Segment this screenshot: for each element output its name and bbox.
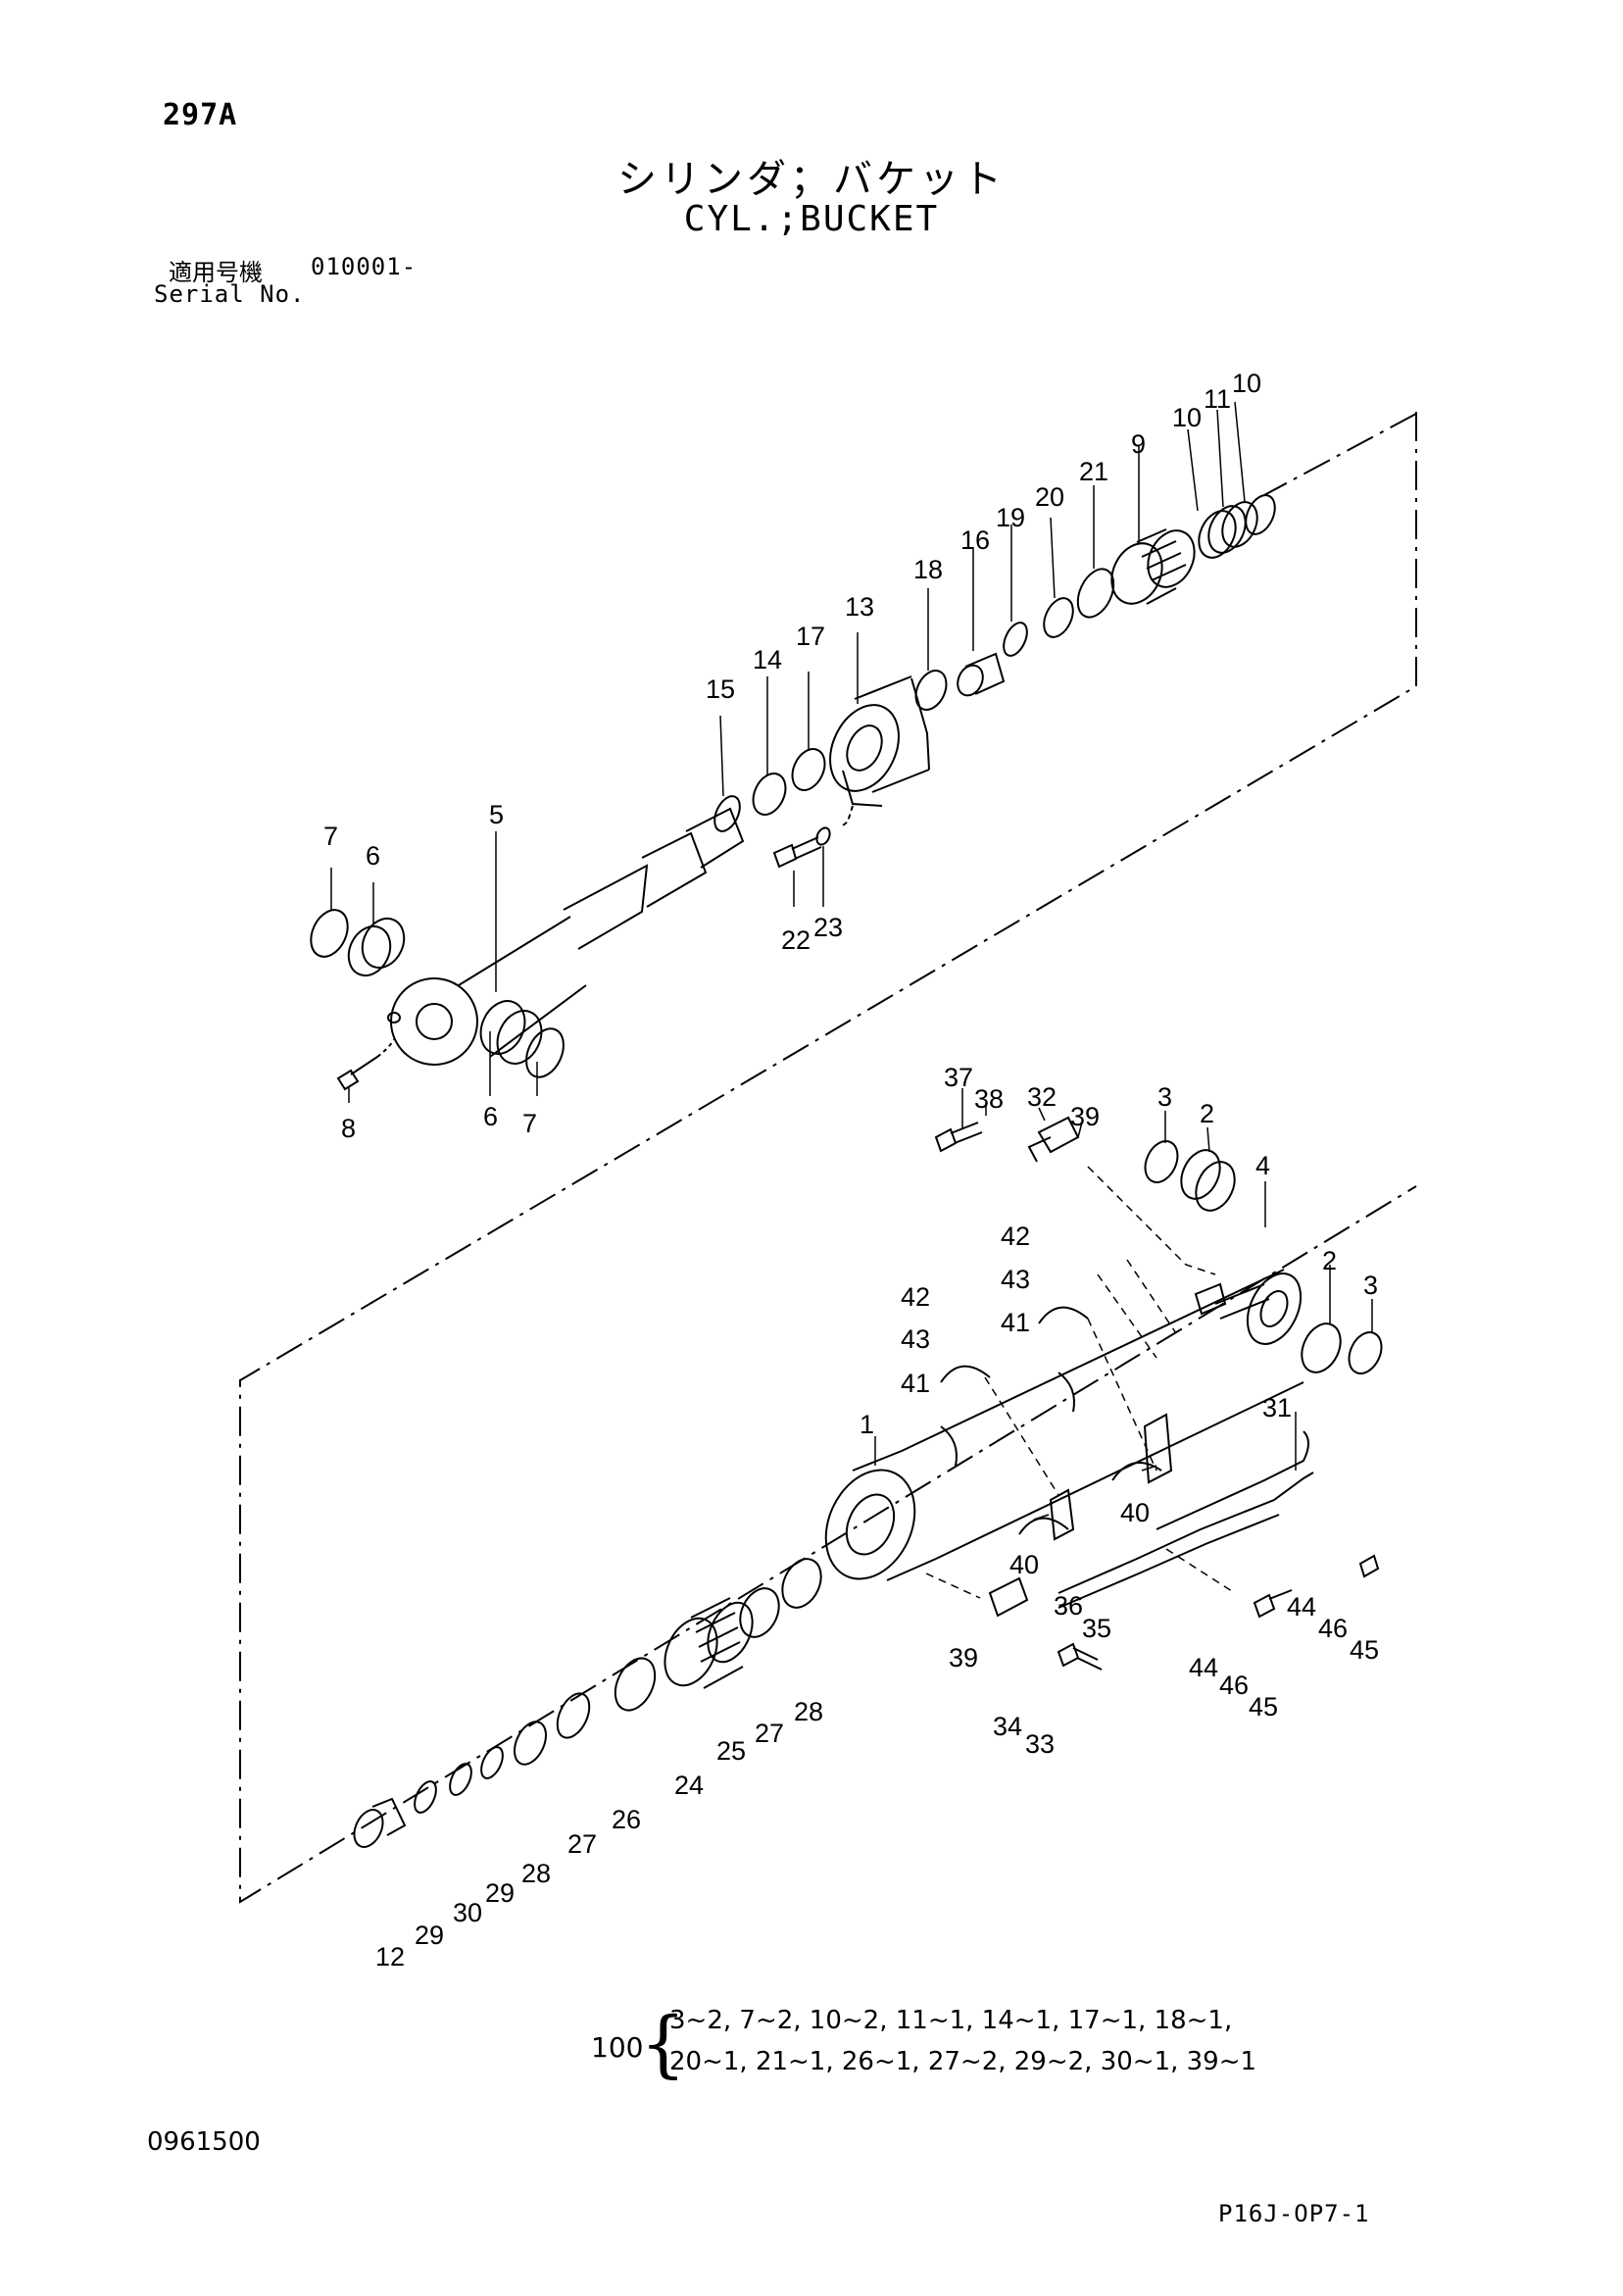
kit-part-number: 100 bbox=[591, 2031, 644, 2064]
callout-40: 40 bbox=[1009, 1550, 1039, 1579]
callout-27: 27 bbox=[567, 1829, 597, 1859]
callout-7: 7 bbox=[522, 1109, 537, 1138]
callout-28: 28 bbox=[794, 1697, 823, 1726]
callout-14: 14 bbox=[753, 645, 782, 674]
callout-26: 26 bbox=[612, 1805, 641, 1834]
callout-6: 6 bbox=[483, 1102, 498, 1131]
callout-45: 45 bbox=[1350, 1635, 1379, 1665]
callout-4: 4 bbox=[1255, 1151, 1270, 1180]
callout-39: 39 bbox=[949, 1643, 978, 1672]
serial-value: 010001- bbox=[311, 253, 418, 280]
callout-13: 13 bbox=[845, 592, 874, 622]
callout-30: 30 bbox=[453, 1898, 482, 1927]
callout-29: 29 bbox=[415, 1921, 444, 1950]
callout-27: 27 bbox=[755, 1719, 784, 1748]
callout-32: 32 bbox=[1027, 1082, 1057, 1112]
nut-part-12 bbox=[353, 1797, 407, 1848]
kit-line-1: 3~2, 7~2, 10~2, 11~1, 14~1, 17~1, 18~1, bbox=[669, 2006, 1233, 2035]
callout-42: 42 bbox=[1001, 1222, 1030, 1251]
callout-5: 5 bbox=[489, 800, 504, 829]
callout-2: 2 bbox=[1322, 1246, 1337, 1275]
document-number: 0961500 bbox=[147, 2127, 261, 2157]
assembly-boundary bbox=[239, 412, 1417, 1904]
callout-23: 23 bbox=[813, 913, 843, 942]
callout-43: 43 bbox=[901, 1324, 930, 1354]
kit-contents-note: 100 { 3~2, 7~2, 10~2, 11~1, 14~1, 17~1, … bbox=[591, 2000, 1336, 2088]
head-seals bbox=[914, 568, 1115, 711]
rod-seals-upper bbox=[713, 748, 826, 832]
grease-fitting-part-8 bbox=[336, 1038, 395, 1091]
callout-46: 46 bbox=[1219, 1671, 1249, 1700]
title-english: CYL.;BUCKET bbox=[683, 199, 940, 239]
serial-label-english: Serial No. bbox=[154, 280, 306, 308]
callout-42: 42 bbox=[901, 1282, 930, 1312]
leader-lines bbox=[330, 401, 1373, 1521]
boundary-top-edge bbox=[1263, 413, 1417, 496]
callout-41: 41 bbox=[901, 1369, 930, 1398]
callout-43: 43 bbox=[1001, 1265, 1030, 1294]
cylinder-head-part-13 bbox=[829, 675, 930, 826]
callout-24: 24 bbox=[674, 1771, 704, 1800]
callout-34: 34 bbox=[993, 1712, 1022, 1741]
washer-part-23 bbox=[815, 826, 831, 846]
serial-label-japanese: 適用号機 bbox=[169, 259, 263, 286]
callout-45: 45 bbox=[1249, 1692, 1278, 1722]
callout-37: 37 bbox=[944, 1063, 973, 1092]
page-number: 297A bbox=[163, 98, 238, 132]
kit-line-2: 20~1, 21~1, 26~1, 27~2, 29~2, 30~1, 39~1 bbox=[669, 2047, 1257, 2076]
callout-20: 20 bbox=[1035, 482, 1064, 512]
callout-labels: 7 6 5 8 6 7 15 14 17 13 22 23 18 16 19 2… bbox=[323, 369, 1379, 1972]
callout-3: 3 bbox=[1157, 1082, 1172, 1112]
clamps-40-41 bbox=[940, 1306, 1173, 1541]
callout-33: 33 bbox=[1025, 1729, 1055, 1759]
callout-7: 7 bbox=[323, 822, 338, 851]
title-japanese: シリンダ；バケット bbox=[617, 157, 1006, 202]
callout-11: 11 bbox=[1204, 384, 1231, 414]
callout-10: 10 bbox=[1172, 403, 1202, 432]
cylinder-tube-part-1 bbox=[824, 1269, 1304, 1581]
callout-41: 41 bbox=[1001, 1308, 1030, 1337]
callout-18: 18 bbox=[913, 555, 943, 584]
callout-44: 44 bbox=[1189, 1653, 1218, 1682]
callout-6: 6 bbox=[366, 841, 380, 871]
callout-29: 29 bbox=[485, 1878, 515, 1908]
callout-31: 31 bbox=[1262, 1393, 1292, 1423]
pipes-part-31 bbox=[1057, 1430, 1314, 1609]
callout-12: 12 bbox=[375, 1942, 405, 1972]
assembly-guides bbox=[925, 1166, 1236, 1599]
callout-15: 15 bbox=[706, 674, 735, 704]
callout-46: 46 bbox=[1318, 1614, 1348, 1643]
callout-39: 39 bbox=[1070, 1102, 1100, 1131]
callout-40: 40 bbox=[1120, 1498, 1150, 1527]
piston-rod-part-5 bbox=[387, 807, 745, 1066]
rings-10-11 bbox=[1198, 494, 1276, 559]
callout-22: 22 bbox=[781, 925, 811, 955]
bolt-part-22 bbox=[772, 836, 822, 869]
callout-44: 44 bbox=[1287, 1592, 1316, 1622]
callout-21: 21 bbox=[1079, 457, 1108, 486]
callout-1: 1 bbox=[860, 1410, 874, 1439]
callout-3: 3 bbox=[1363, 1271, 1378, 1300]
callout-25: 25 bbox=[716, 1736, 746, 1766]
callout-36: 36 bbox=[1054, 1591, 1083, 1621]
callout-9: 9 bbox=[1131, 429, 1146, 459]
callout-16: 16 bbox=[960, 525, 990, 555]
gland-part-9 bbox=[1110, 528, 1196, 605]
bolts-lower bbox=[934, 1122, 1380, 1671]
callout-19: 19 bbox=[996, 503, 1025, 532]
lower-rings-parts-2-3 bbox=[1144, 1140, 1383, 1374]
piston-seal-rings bbox=[414, 1558, 822, 1814]
page-code: P16J-OP7-1 bbox=[1218, 2200, 1370, 2227]
callout-38: 38 bbox=[974, 1084, 1004, 1114]
port-flange-parts-32-36 bbox=[988, 1116, 1080, 1618]
callout-10: 10 bbox=[1232, 369, 1261, 398]
callout-35: 35 bbox=[1082, 1614, 1111, 1643]
bushings-upper bbox=[310, 909, 565, 1078]
callout-28: 28 bbox=[521, 1859, 551, 1888]
callout-2: 2 bbox=[1200, 1099, 1214, 1128]
callout-8: 8 bbox=[341, 1114, 356, 1143]
kit-brace: { bbox=[640, 2002, 687, 2086]
callout-17: 17 bbox=[796, 622, 825, 651]
